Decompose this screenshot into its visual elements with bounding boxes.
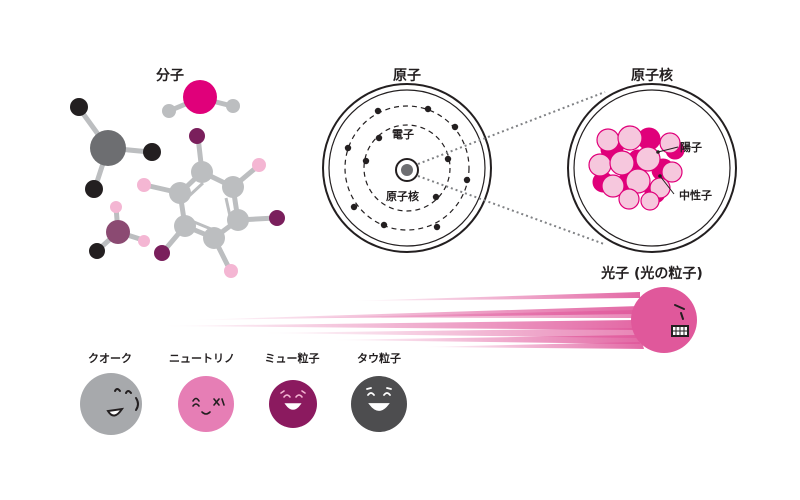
photon-group: 光子 (光の粒子) <box>160 265 703 353</box>
molecule-atom-purple <box>154 245 170 261</box>
molecule-atom-ring <box>191 161 213 183</box>
atom-inner-circle <box>328 89 486 247</box>
proton-leader-dot <box>656 150 660 154</box>
molecule-atom-black <box>70 98 88 116</box>
molecule-atom-pink <box>138 235 150 247</box>
molecule-atom-mauve <box>106 220 130 244</box>
molecule-group: 分子 <box>70 68 285 278</box>
quark-face <box>106 388 139 417</box>
atom-outer-circle <box>322 83 492 253</box>
tau-label: タウ粒子 <box>357 351 401 365</box>
nucleons <box>588 125 686 211</box>
nucleus-label: 原子核 <box>631 67 673 84</box>
muon-label: ミュー粒子 <box>265 351 320 365</box>
molecule-atom-black <box>143 143 161 161</box>
neutrino-label: ニュートリノ <box>169 352 235 365</box>
molecule-label: 分子 <box>156 68 184 84</box>
atom-group: 原子 電子 原子核 <box>322 68 492 253</box>
quark-particle <box>80 373 142 435</box>
molecule-atom-ring <box>169 182 191 204</box>
photon-particle <box>631 287 697 353</box>
neutron-label: 中性子 <box>679 188 712 202</box>
atom-nucleus-label: 原子核 <box>386 189 419 203</box>
neutron-leader-dot <box>658 174 662 178</box>
neutrino-particle <box>178 376 234 432</box>
photon-label: 光子 (光の粒子) <box>600 265 703 282</box>
neutrons <box>588 125 683 211</box>
molecule-atom-pink <box>137 178 151 192</box>
electron-label: 電子 <box>392 128 414 141</box>
molecule-atom <box>162 104 176 118</box>
nucleus-group: 原子核 <box>567 67 737 253</box>
molecule-atom-black <box>85 180 103 198</box>
molecule-atom-ring <box>174 215 196 237</box>
molecule-atom-ring <box>203 227 225 249</box>
molecule-atom-purple <box>189 128 205 144</box>
particles-row: クオーク ニュートリノ ミュー粒子 タウ粒子 <box>80 351 407 435</box>
molecule-atom-pink <box>110 201 122 213</box>
muon-face <box>280 390 306 410</box>
neutrino-face <box>192 397 225 415</box>
proton-label: 陽子 <box>680 140 702 154</box>
electron-orbit-outer <box>344 105 470 231</box>
tau-face <box>366 387 392 411</box>
molecule-atom-pink <box>252 158 266 172</box>
molecule-atom-ring <box>222 176 244 198</box>
proton-leader <box>657 146 679 153</box>
electrons <box>344 105 471 231</box>
electron-orbit-inner <box>363 124 451 212</box>
zoom-lines <box>417 91 606 245</box>
molecule-atom-pink <box>224 264 238 278</box>
ring-inner-bonds <box>187 181 232 231</box>
molecule-atom-ring <box>227 209 249 231</box>
photon-trail <box>160 292 644 349</box>
molecule-atom <box>226 99 240 113</box>
neutron-leader <box>659 175 675 195</box>
atom-label: 原子 <box>393 68 421 84</box>
molecule-atom-magenta-large <box>183 80 217 114</box>
molecule-atom-purple <box>269 210 285 226</box>
quark-label: クオーク <box>88 352 132 365</box>
molecule-atom-dark-gray <box>90 130 126 166</box>
nucleus-inner-circle <box>573 89 731 247</box>
photon-face <box>671 304 689 337</box>
molecule-atom-black <box>89 243 105 259</box>
atom-nucleus-core <box>401 164 413 176</box>
